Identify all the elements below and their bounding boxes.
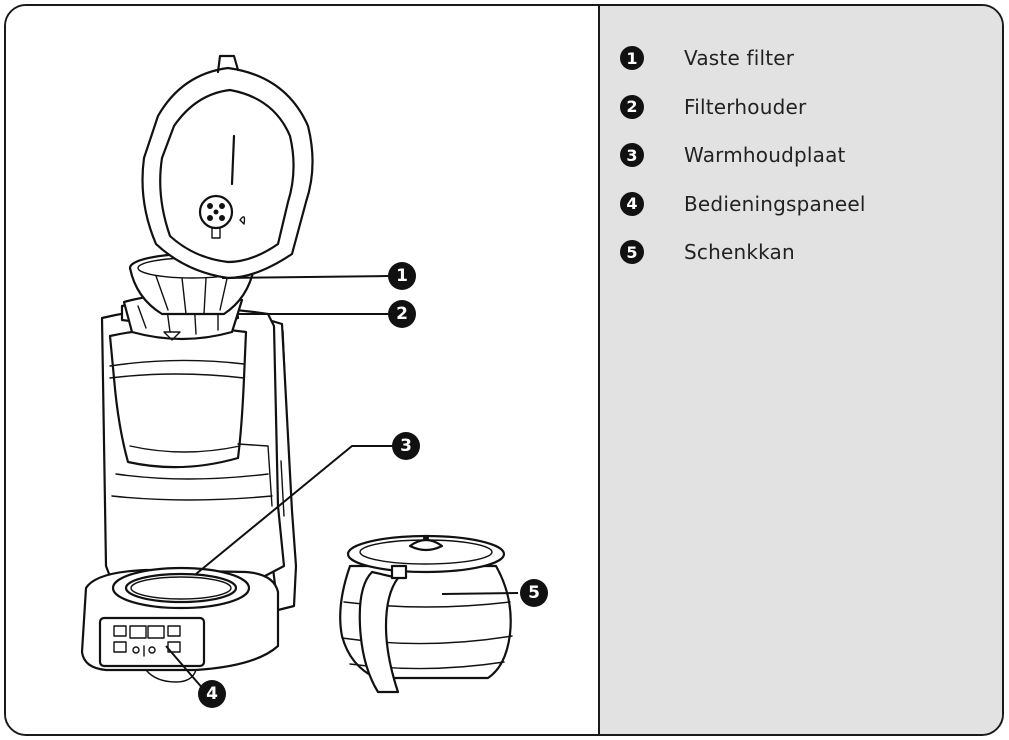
legend-label: Filterhouder [684,94,807,119]
callout-3: 3 [392,432,420,460]
legend-label: Bedieningspaneel [684,191,866,216]
legend-number-badge: 5 [620,240,644,265]
callout-5: 5 [520,579,548,607]
svg-text:1: 1 [396,266,408,286]
coffee-maker-illustration: 1 2 3 4 5 [80,54,548,708]
legend-number-badge: 3 [620,143,644,168]
legend-label: Schenkkan [684,240,795,265]
legend-item-schenkkan: 5 Schenkkan [620,228,866,277]
legend-item-filterhouder: 2 Filterhouder [620,83,866,132]
legend-item-bedieningspaneel: 4 Bedieningspaneel [620,180,866,229]
callout-1: 1 [388,262,416,290]
illustration-panel: 1 2 3 4 5 [6,6,598,734]
svg-text:3: 3 [400,436,412,456]
leader-line-5 [441,592,519,595]
legend-number-badge: 2 [620,94,644,119]
coffee-maker [80,298,298,683]
legend-label: Warmhoudplaat [684,143,846,168]
callout-2: 2 [388,300,416,328]
svg-text:4: 4 [206,684,218,704]
machine-body [100,306,286,594]
leader-line-4 [165,645,205,691]
legend-item-vaste-filter: 1 Vaste filter [620,34,866,83]
open-lid [141,54,314,280]
legend-label: Vaste filter [684,46,795,71]
legend-list: 1 Vaste filter 2 Filterhouder 3 Warmhoud… [620,34,866,277]
legend-panel: 1 Vaste filter 2 Filterhouder 3 Warmhoud… [598,6,1002,734]
diagram-frame: 1 2 3 4 5 1 Vaste filter [4,4,1004,736]
svg-text:2: 2 [396,304,408,324]
leader-line-1 [221,275,389,279]
legend-number-badge: 4 [620,191,644,216]
carafe [339,534,513,694]
callout-4: 4 [198,680,226,708]
legend-number-badge: 1 [620,46,644,71]
svg-text:5: 5 [528,583,540,603]
leader-line-3 [195,445,394,575]
legend-item-warmhoudplaat: 3 Warmhoudplaat [620,131,866,180]
